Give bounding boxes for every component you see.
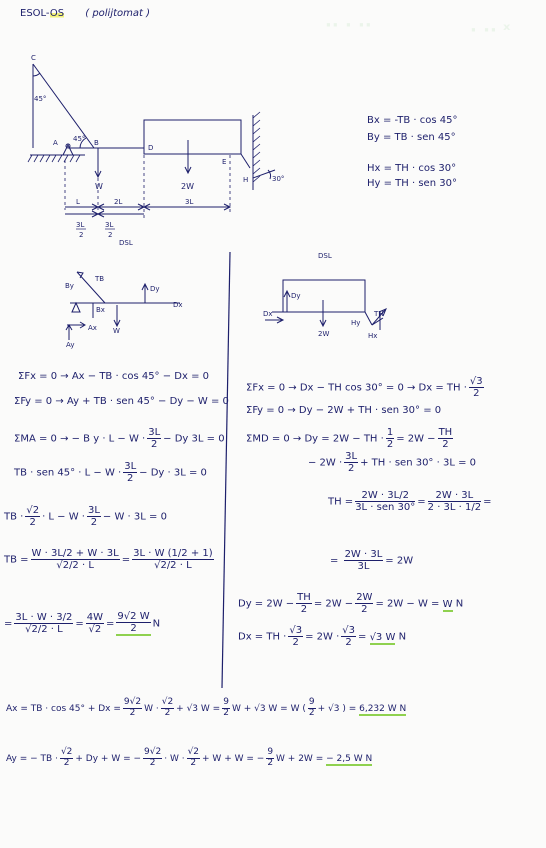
label-h: H [243,176,248,184]
dim-3l: 3L [185,198,193,206]
dim-l: L [76,198,80,206]
dim-3l-2b-den: 2 [108,231,112,239]
ax-result: 6,232 W N [359,703,407,716]
label-b: B [94,139,99,147]
dim-3l-2b: 3L [105,221,113,229]
label-c: C [31,54,36,62]
fbd-right-hx: Hx [368,332,377,340]
dsl-label: DSL [119,239,133,247]
header-title: ESOL- [20,8,50,19]
dy-result: W [442,598,453,612]
page-header: ESOL-OS ( polijtomat ) [20,8,150,20]
dim-3l-2a-den: 2 [79,231,83,239]
angle-c: 45° [34,95,46,103]
dim-2l: 2L [114,198,122,206]
fbd-left-dy: Dy [150,285,160,293]
eq-left-1: ΣFx = 0 → Ax − TB · cos 45° − Dx = 0 [18,371,210,382]
label-a: A [53,139,58,147]
fbd-right-title: DSL [318,252,332,260]
eq-right-2: ΣFy = 0 → Dy − 2W + TH · sen 30° = 0 [246,405,442,416]
header-title-highlight: OS [49,8,65,19]
load-2w-label: 2W [181,182,194,191]
eq-left-2: ΣFy = 0 → Ay + TB · sen 45° − Dy − W = 0 [14,396,229,407]
fbd-right-2w: 2W [318,330,329,338]
dx-result: √3 W [369,631,396,645]
fbd-right-dy: Dy [291,292,301,300]
eq-right-1: ΣFx = 0 → Dx − TH cos 30° = 0 → Dx = TH … [246,376,484,399]
fbd-left-bx: Bx [96,306,105,314]
dim-3l-2a: 3L [76,221,84,229]
fbd-left-w: W [113,327,120,335]
fbd-left-dx: Dx [173,301,183,309]
fbd-left-tb: TB [94,275,104,283]
fbd-left-ax: Ax [88,324,97,332]
angle-a: 45° [73,135,85,143]
ay-result: − 2,5 W N [326,753,373,766]
fbd-right-th: TH [373,310,384,318]
fbd-left-ay: Ay [66,341,74,349]
eq-by: By = TB · sen 45° [367,132,456,143]
eq-bx: Bx = -TB · cos 45° [367,115,458,126]
label-e: E [222,158,226,166]
angle-h: 30° [272,175,284,183]
fbd-left-by: By [65,282,74,290]
load-w-label: W [95,182,103,191]
eq-hx: Hx = TH · cos 30° [367,163,457,174]
eq-hy: Hy = TH · sen 30° [367,178,457,189]
fbd-right-hy: Hy [351,319,360,327]
fbd-right-dx: Dx [263,310,273,318]
eq-left-6: TB =W · 3L/2 + W · 3L√2/2 · L=3L · W (1/… [4,548,214,571]
label-d: D [148,144,153,152]
header-subtitle: ( polijtomat ) [85,8,151,19]
